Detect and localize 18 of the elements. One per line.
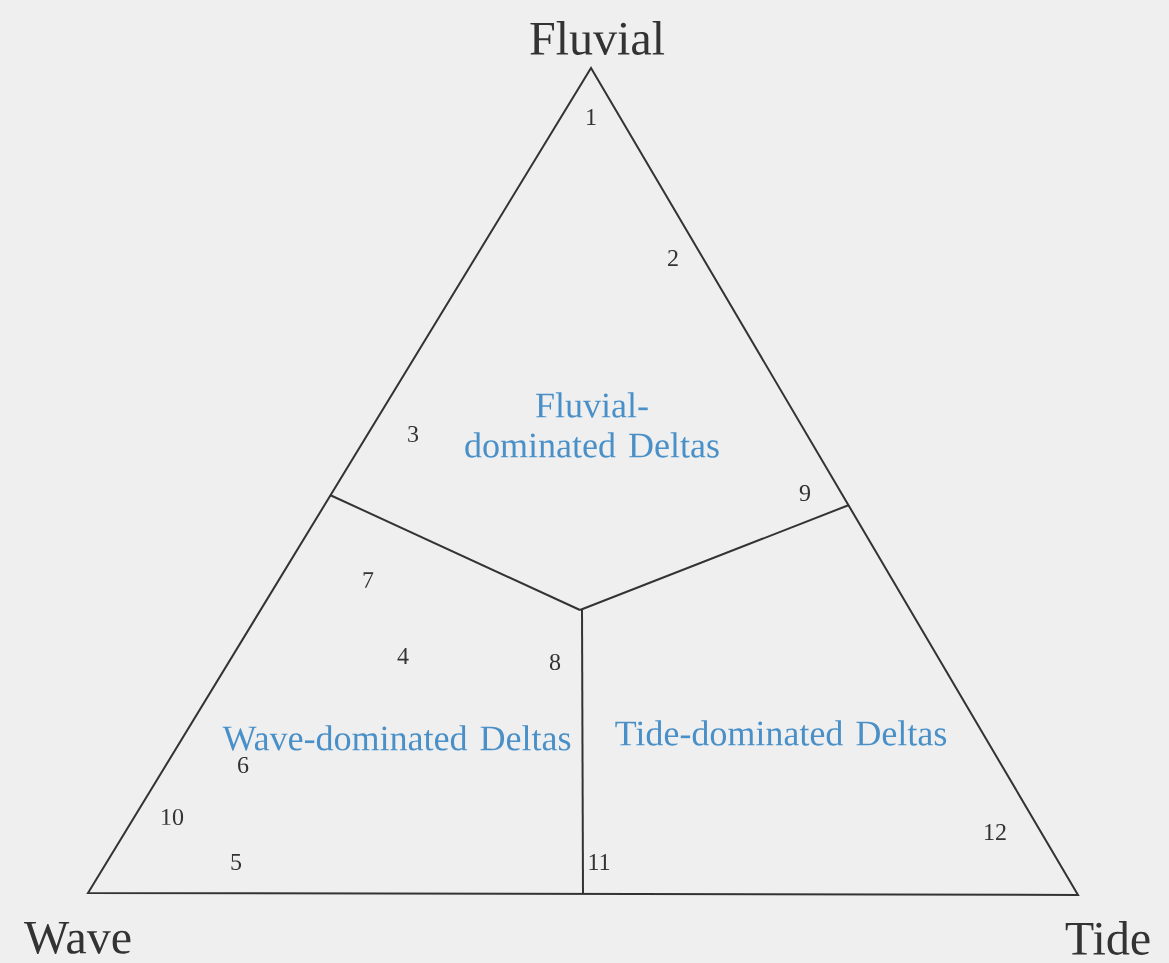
point-number: 12: [985, 824, 1006, 840]
region-label: Tide-dominated Deltas: [615, 720, 947, 746]
region-label: Wave-dominated Deltas: [222, 725, 571, 751]
vertex-label: Fluvial: [530, 21, 665, 55]
vertex-label: Wave: [24, 921, 131, 955]
point-number: 9: [799, 484, 810, 502]
point-number: 2: [668, 250, 678, 266]
point-number: 8: [549, 653, 561, 671]
region-label: Fluvial-dominated Deltas: [465, 392, 719, 458]
vertex-label: Tide: [1065, 921, 1150, 955]
point-number: 4: [397, 648, 409, 664]
point-number: 3: [408, 425, 419, 443]
point-number: 10: [162, 808, 184, 826]
point-number: 1: [587, 109, 596, 125]
point-number: 6: [238, 756, 249, 774]
point-number: 5: [231, 854, 242, 870]
point-number: 11: [589, 854, 610, 870]
point-number: 7: [363, 572, 374, 588]
